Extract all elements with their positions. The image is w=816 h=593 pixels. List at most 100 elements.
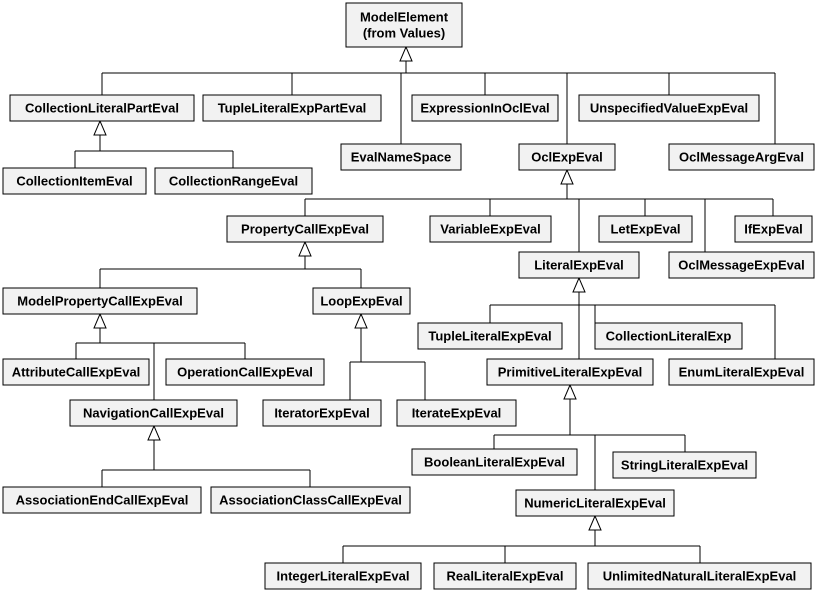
class-ocl-message-exp-eval: OclMessageExpEval	[668, 251, 815, 279]
generalization-arrowhead	[572, 276, 586, 293]
class-box	[668, 358, 815, 386]
class-label: (from Values)	[363, 26, 445, 41]
class-label: ModelPropertyCallExpEval	[17, 294, 182, 309]
class-label: VariableExpEval	[440, 222, 540, 237]
class-label: CollectionLiteralPartEval	[25, 101, 179, 116]
class-box	[264, 562, 422, 590]
class-box	[210, 486, 411, 514]
class-expression-in-ocl-eval: ExpressionInOclEval	[411, 94, 559, 122]
generalization-property_call_exp_eval	[99, 240, 362, 288]
class-box	[411, 448, 578, 476]
class-box	[345, 2, 463, 48]
class-label: OperationCallExpEval	[177, 365, 313, 380]
class-box	[668, 143, 815, 171]
class-attribute-call-exp-eval: AttributeCallExpEval	[2, 358, 150, 386]
generalization-arrowhead	[560, 168, 574, 185]
class-label: ModelElement	[360, 10, 449, 25]
class-boolean-literal-exp-eval: BooleanLiteralExpEval	[411, 448, 578, 476]
class-box	[518, 143, 616, 171]
class-box	[69, 399, 238, 427]
class-box	[518, 251, 640, 279]
class-if-exp-eval: IfExpEval	[734, 215, 813, 243]
generalization-arrowhead	[93, 119, 107, 136]
class-box	[396, 399, 517, 427]
class-collection-item-eval: CollectionItemEval	[2, 167, 147, 195]
class-loop-exp-eval: LoopExpEval	[312, 287, 411, 315]
generalization-arrowhead	[563, 383, 577, 400]
class-box	[262, 399, 382, 427]
class-label: NavigationCallExpEval	[83, 406, 224, 421]
class-label: RealLiteralExpEval	[446, 569, 563, 584]
class-tuple-literal-exp-eval: TupleLiteralExpEval	[417, 322, 563, 350]
class-ocl-exp-eval: OclExpEval	[518, 143, 616, 171]
class-label: IterateExpEval	[412, 406, 502, 421]
class-box	[9, 94, 195, 122]
class-label: UnspecifiedValueExpEval	[590, 101, 748, 116]
class-association-end-call-exp-eval: AssociationEndCallExpEval	[2, 486, 202, 514]
class-label: NumericLiteralExpEval	[524, 496, 666, 511]
class-box	[515, 489, 675, 517]
class-box	[312, 287, 411, 315]
class-label: IntegerLiteralExpEval	[277, 569, 410, 584]
class-collection-literal-exp: CollectionLiteralExp	[594, 322, 743, 350]
class-label: EnumLiteralExpEval	[679, 365, 805, 380]
class-numeric-literal-exp-eval: NumericLiteralExpEval	[515, 489, 675, 517]
class-variable-exp-eval: VariableExpEval	[429, 215, 552, 243]
class-label: CollectionRangeEval	[169, 174, 298, 189]
class-real-literal-exp-eval: RealLiteralExpEval	[433, 562, 577, 590]
class-box	[668, 251, 815, 279]
class-box	[433, 562, 577, 590]
class-label: AttributeCallExpEval	[12, 365, 141, 380]
class-box	[202, 94, 382, 122]
class-box	[598, 215, 693, 243]
class-collection-range-eval: CollectionRangeEval	[154, 167, 313, 195]
class-label: ExpressionInOclEval	[420, 101, 549, 116]
class-label: TupleLiteralExpEval	[428, 329, 551, 344]
class-literal-exp-eval: LiteralExpEval	[518, 251, 640, 279]
class-iterate-exp-eval: IterateExpEval	[396, 399, 517, 427]
class-box	[2, 287, 198, 315]
class-enum-literal-exp-eval: EnumLiteralExpEval	[668, 358, 815, 386]
class-box	[486, 358, 654, 386]
generalization-arrowhead	[588, 514, 602, 531]
class-property-call-exp-eval: PropertyCallExpEval	[226, 215, 384, 243]
generalization-navigation_call_exp_eval	[101, 424, 311, 487]
class-box	[340, 143, 462, 171]
class-unspecified-value-exp-eval: UnspecifiedValueExpEval	[578, 94, 760, 122]
class-label: AssociationEndCallExpEval	[16, 493, 189, 508]
class-label: UnlimitedNaturalLiteralExpEval	[603, 569, 797, 584]
generalization-collection_literal_part_eval	[74, 119, 234, 168]
class-operation-call-exp-eval: OperationCallExpEval	[165, 358, 325, 386]
class-model-element: ModelElement(from Values)	[345, 2, 463, 48]
generalization-arrowhead	[147, 424, 161, 441]
class-box	[2, 167, 147, 195]
class-let-exp-eval: LetExpEval	[598, 215, 693, 243]
class-label: PrimitiveLiteralExpEval	[498, 365, 643, 380]
class-label: LoopExpEval	[320, 294, 402, 309]
generalization-arrowhead	[354, 312, 368, 329]
generalization-edges	[74, 45, 776, 563]
class-box	[612, 451, 757, 479]
generalization-model_element	[101, 45, 776, 144]
class-string-literal-exp-eval: StringLiteralExpEval	[612, 451, 757, 479]
class-box	[587, 562, 812, 590]
class-collection-literal-part-eval: CollectionLiteralPartEval	[9, 94, 195, 122]
class-integer-literal-exp-eval: IntegerLiteralExpEval	[264, 562, 422, 590]
class-label: CollectionItemEval	[16, 174, 132, 189]
class-primitive-literal-exp-eval: PrimitiveLiteralExpEval	[486, 358, 654, 386]
class-box	[2, 486, 202, 514]
class-ocl-message-arg-eval: OclMessageArgEval	[668, 143, 815, 171]
generalization-ocl_exp_eval	[304, 168, 774, 252]
class-box	[417, 322, 563, 350]
generalization-arrowhead	[399, 45, 413, 62]
class-unlimited-natural-literal-exp-eval: UnlimitedNaturalLiteralExpEval	[587, 562, 812, 590]
class-label: LiteralExpEval	[534, 258, 624, 273]
class-box	[2, 358, 150, 386]
class-label: OclMessageArgEval	[679, 150, 804, 165]
generalization-literal_exp_eval	[489, 276, 776, 359]
class-label: IfExpEval	[744, 222, 803, 237]
class-label: CollectionLiteralExp	[606, 329, 732, 344]
class-model-property-call-exp-eval: ModelPropertyCallExpEval	[2, 287, 198, 315]
generalization-arrowhead	[298, 240, 312, 257]
